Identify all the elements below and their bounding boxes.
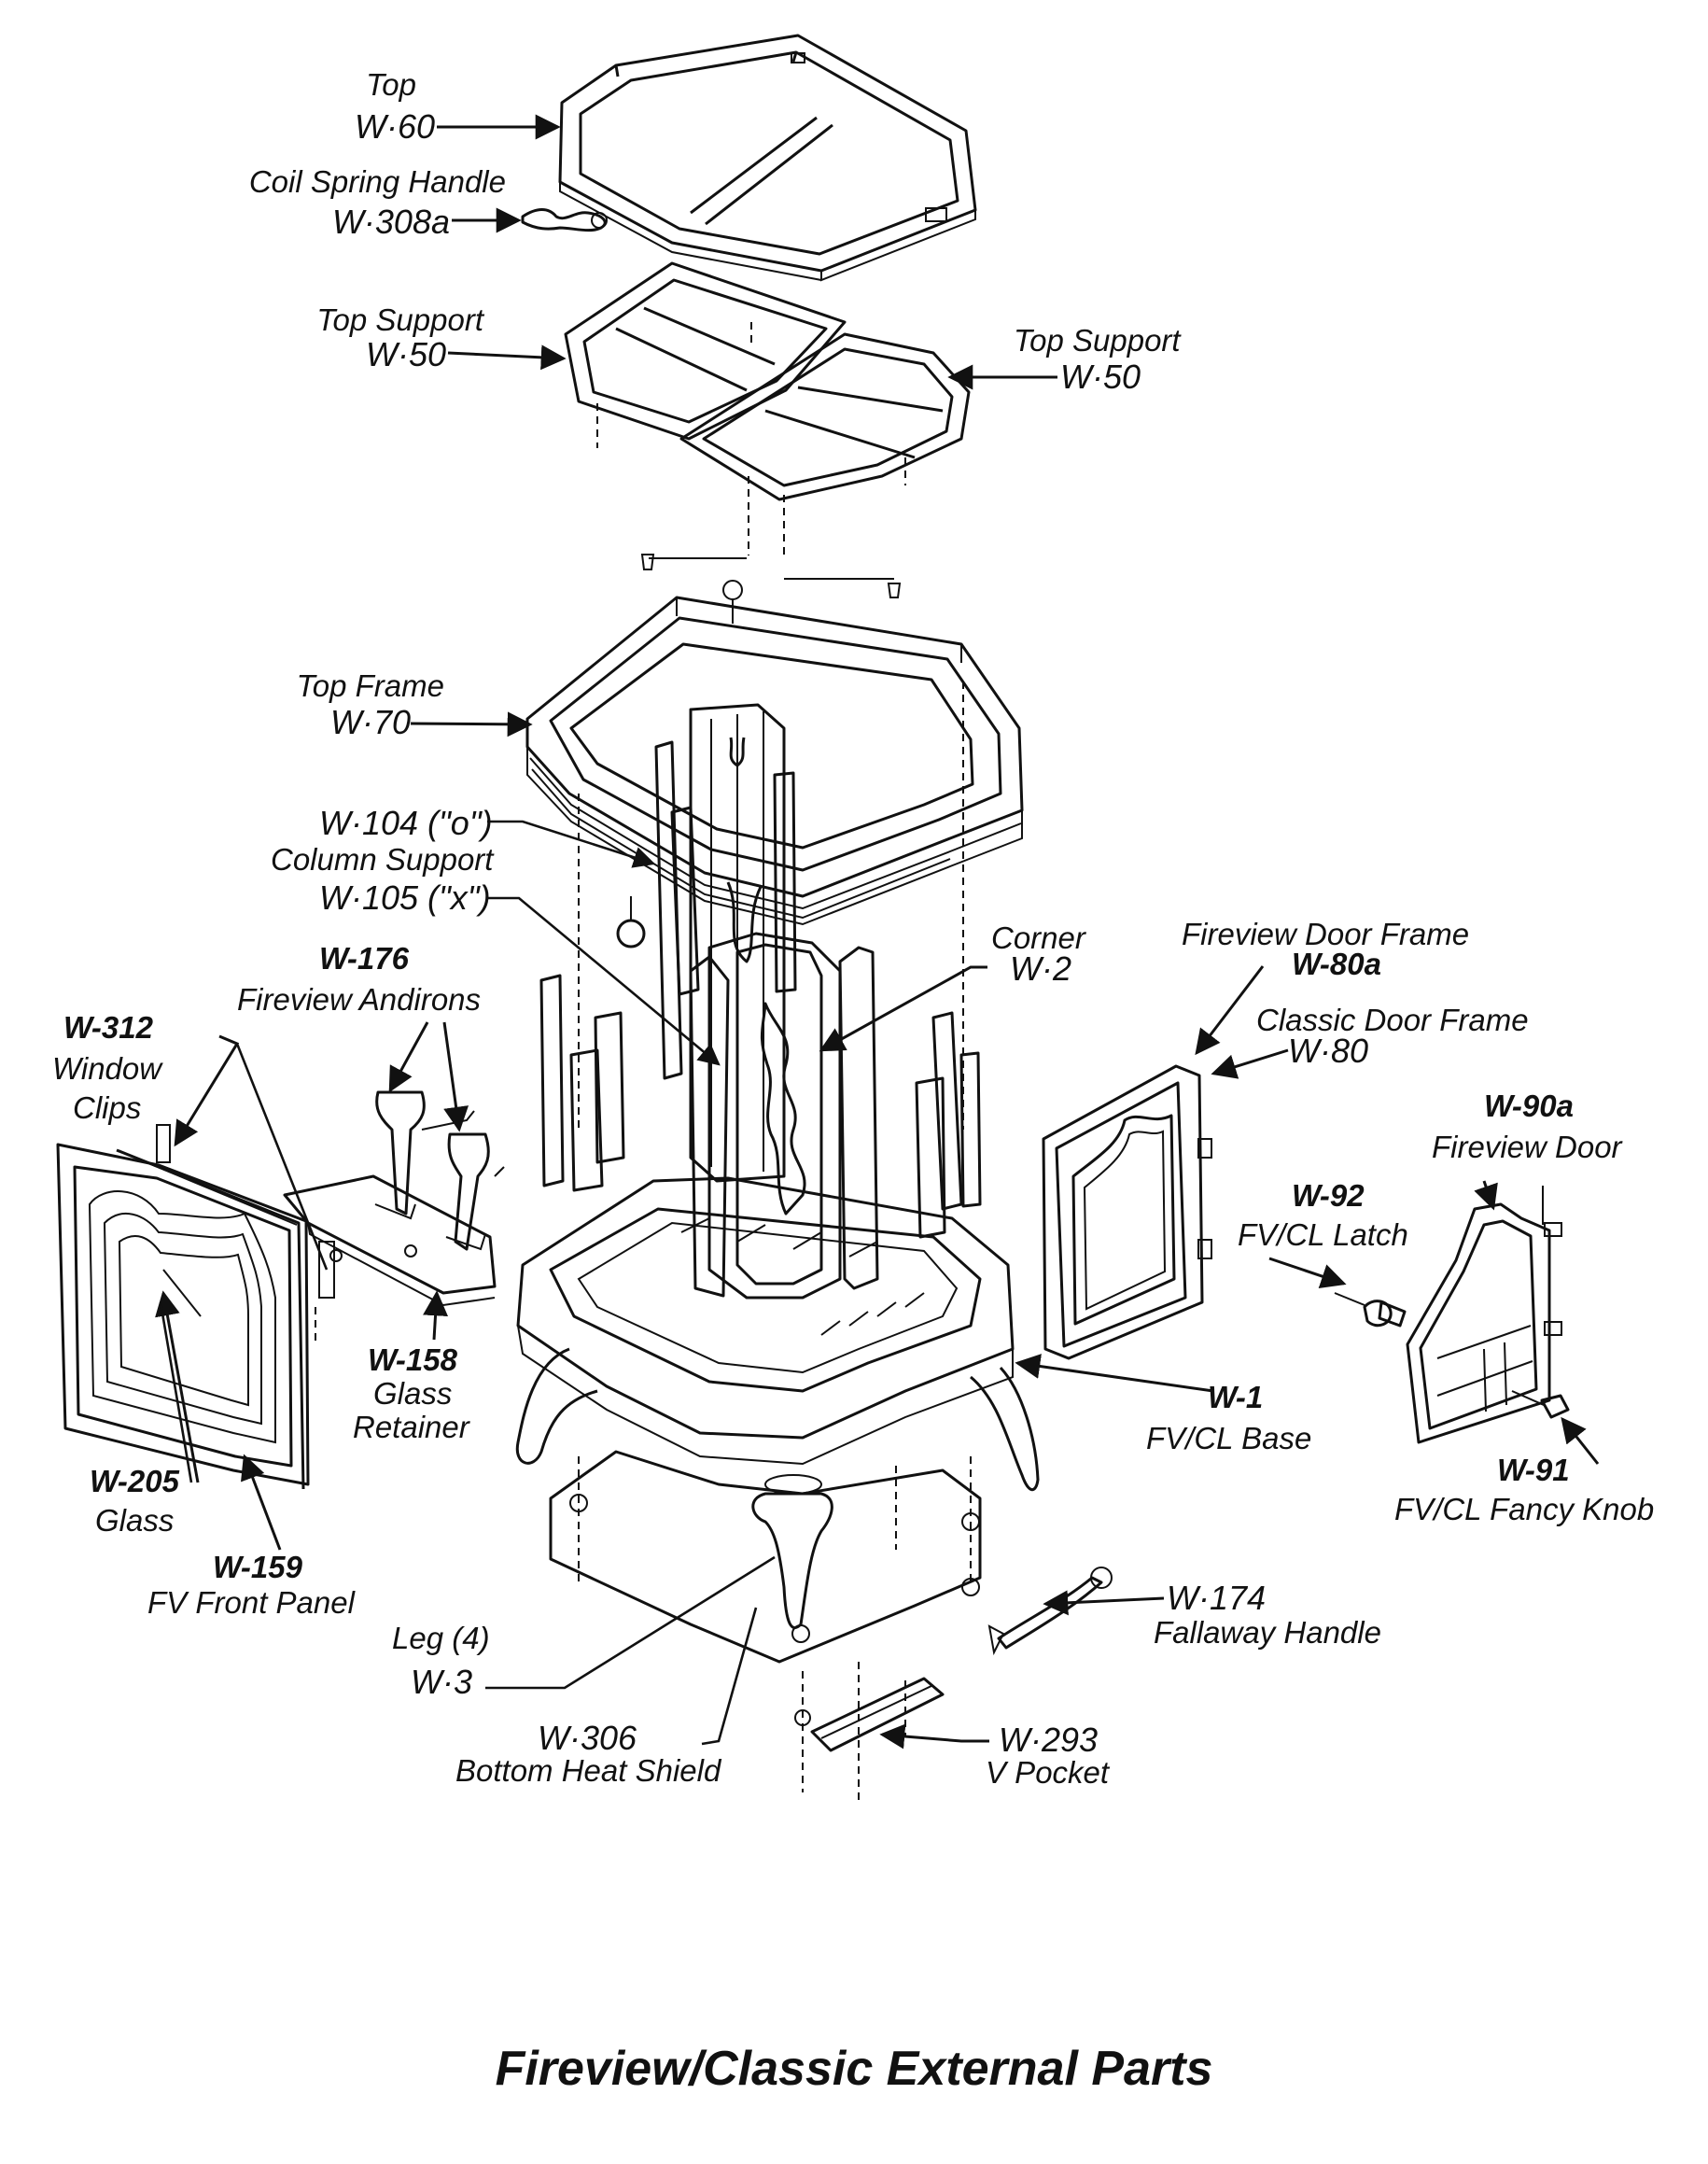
label-fallaway-handle-name: Fallaway Handle [1154,1615,1381,1650]
v-pocket-drawing [794,1662,945,1802]
label-column-support-name: Column Support [271,842,494,877]
label-leg-code: W·3 [411,1663,472,1701]
label-fireview-door-frame-code: W-80a [1292,947,1381,981]
label-top-name: Top [366,67,416,102]
label-corner-code: W·2 [1010,949,1071,988]
corner-drawing [539,932,982,1300]
label-window-clips-code: W-312 [63,1010,153,1045]
label-bottom-heat-shield-name: Bottom Heat Shield [455,1753,721,1788]
label-coil-spring-handle-code: W·308a [331,203,450,241]
label-v-pocket-code: W·293 [999,1721,1099,1759]
label-column-support-x-code: W·105 ("x") [319,878,491,917]
label-top-frame-code: W·70 [329,703,411,741]
label-corner-name: Corner [991,920,1085,955]
label-leg-name: Leg (4) [392,1621,490,1655]
label-fancy-knob-code: W-91 [1497,1453,1570,1487]
label-fallaway-handle-code: W·174 [1167,1579,1267,1617]
label-top-support-right-name: Top Support [1014,323,1181,358]
label-column-support-o-code: W·104 ("o") [319,804,493,842]
label-glass-retainer-name-line1: Glass [373,1376,453,1411]
label-glass-code: W-205 [90,1464,179,1498]
label-base-code: W-1 [1208,1380,1264,1414]
front-panel-drawing [56,1124,335,1490]
label-glass-retainer-code: W-158 [368,1342,457,1377]
glass-retainer-drawing [283,1174,497,1344]
label-v-pocket-name: V Pocket [986,1755,1110,1790]
label-classic-door-frame-name: Classic Door Frame [1256,1003,1529,1037]
top-support-right-drawing [679,332,971,560]
label-glass-retainer-name-line2: Retainer [353,1410,469,1444]
column-supports-drawing [578,682,964,1183]
base-drawing [515,1176,1040,1664]
label-window-clips-name-line2: Clips [73,1090,142,1125]
label-classic-door-frame-code: W·80 [1288,1032,1369,1070]
top-drawing [558,34,977,282]
label-andirons-name: Fireview Andirons [237,982,482,1017]
label-window-clips-name-line1: Window [52,1051,162,1086]
label-fireview-door-frame-name: Fireview Door Frame [1182,917,1470,951]
label-latch-name: FV/CL Latch [1238,1217,1408,1252]
label-andirons-code: W-176 [319,941,409,976]
coil-spring-handle-drawing [521,208,608,232]
label-bottom-heat-shield-code: W·306 [538,1719,637,1757]
label-base-name: FV/CL Base [1146,1421,1312,1455]
top-screws-drawing [640,554,902,624]
label-latch-code: W-92 [1292,1178,1365,1213]
label-top-support-left-code: W·50 [365,335,446,373]
label-top-support-right-code: W·50 [1060,358,1141,396]
label-top-code: W·60 [354,107,435,146]
door-frame-drawing [1042,1064,1212,1360]
fallaway-handle-drawing [987,1567,1113,1656]
fireview-door-drawing [1334,1186,1570,1444]
label-fireview-door-name: Fireview Door [1432,1130,1622,1164]
label-fancy-knob-name: FV/CL Fancy Knob [1394,1492,1655,1526]
diagram-caption: Fireview/Classic External Parts [495,2042,1213,2096]
label-glass-name: Glass [95,1503,175,1538]
label-front-panel-name: FV Front Panel [147,1585,355,1620]
label-fireview-door-code: W-90a [1484,1089,1574,1123]
top-support-left-drawing [564,261,847,448]
label-coil-spring-handle-name: Coil Spring Handle [248,164,506,199]
label-top-support-left-name: Top Support [316,302,483,337]
label-front-panel-code: W-159 [213,1550,302,1584]
andirons-drawing [374,1090,505,1251]
leader-lines [155,114,1600,1749]
label-top-frame-name: Top Frame [296,668,444,703]
